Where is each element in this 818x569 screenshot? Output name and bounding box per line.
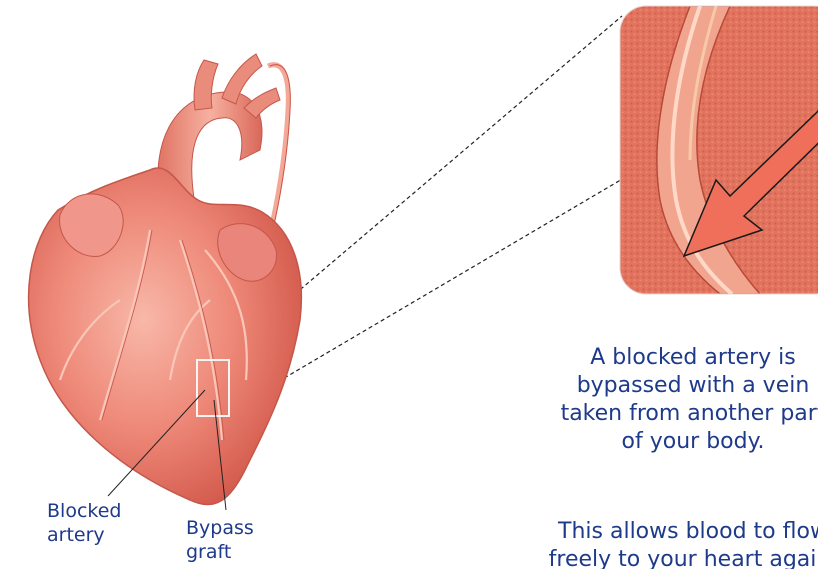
bypass-graft-label-line-1: Bypass <box>186 516 286 540</box>
bypass-graft-label-line-2: graft <box>186 540 286 564</box>
description-line: freely to your heart again. <box>528 546 818 569</box>
blocked-artery-label: Blocked artery <box>47 499 147 547</box>
zoom-inset <box>620 6 818 294</box>
description-line: bypassed with a vein <box>528 372 818 400</box>
description-line: taken from another part <box>528 400 818 428</box>
description-paragraph-2: This allows blood to flow freely to your… <box>528 518 818 569</box>
description-line: of your body. <box>528 428 818 456</box>
description-line: This allows blood to flow <box>528 518 818 546</box>
blocked-artery-label-line-2: artery <box>47 523 147 547</box>
bypass-graft-label: Bypass graft <box>186 516 286 564</box>
blocked-artery-label-line-1: Blocked <box>47 499 147 523</box>
description-paragraph-1: A blocked artery is bypassed with a vein… <box>528 344 818 456</box>
description-line: A blocked artery is <box>528 344 818 372</box>
